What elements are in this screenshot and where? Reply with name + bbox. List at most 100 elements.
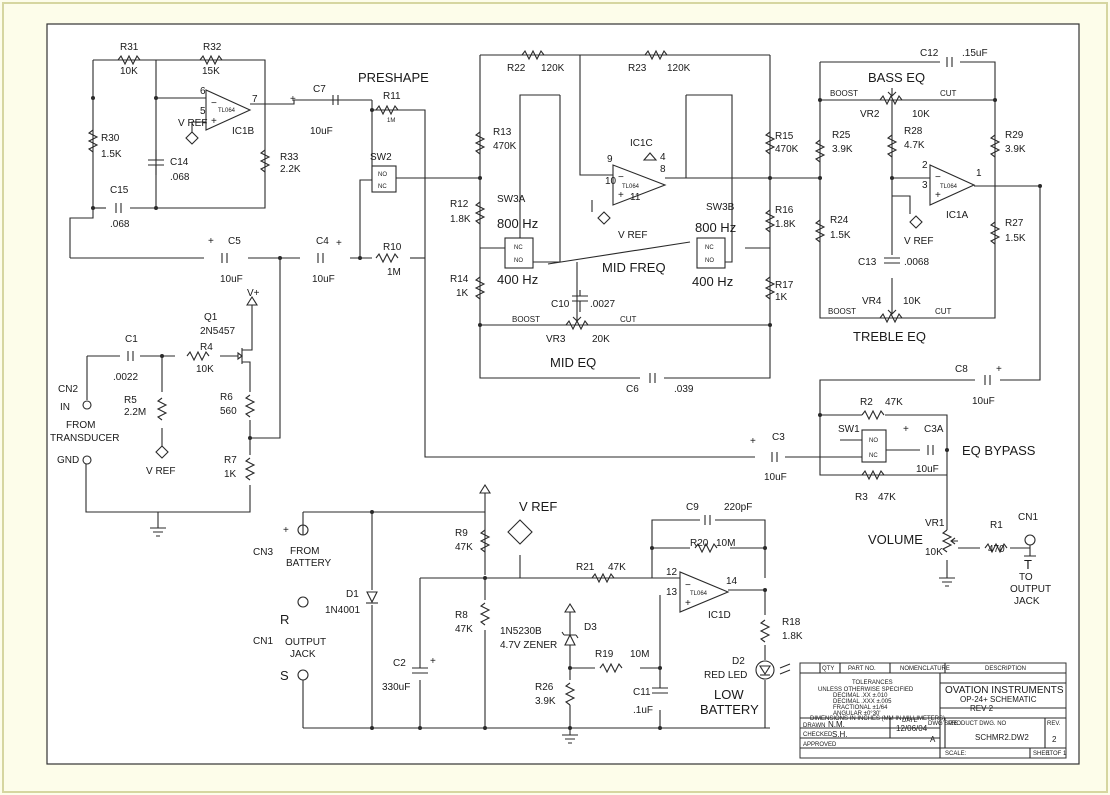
svg-text:MID FREQ: MID FREQ xyxy=(602,260,666,275)
svg-text:CN1: CN1 xyxy=(1018,512,1038,523)
zener-D3: D3 1N5230B 4.7V ZENER xyxy=(500,622,597,651)
svg-text:−: − xyxy=(618,172,624,183)
svg-text:DECIMAL .XX ±.010: DECIMAL .XX ±.010 xyxy=(833,693,888,699)
svg-text:SCALE:: SCALE: xyxy=(945,751,967,757)
svg-text:R32: R32 xyxy=(203,42,222,53)
svg-text:13: 13 xyxy=(666,587,678,598)
svg-text:DECIMAL .XXX ±.005: DECIMAL .XXX ±.005 xyxy=(833,699,892,705)
svg-text:10M: 10M xyxy=(630,649,649,660)
svg-text:1N4001: 1N4001 xyxy=(325,605,360,616)
svg-text:JACK: JACK xyxy=(290,649,316,660)
svg-text:GND: GND xyxy=(57,455,79,466)
diode-D1: D1 1N4001 xyxy=(325,589,378,616)
svg-text:R17: R17 xyxy=(775,280,794,291)
svg-text:R5: R5 xyxy=(124,395,137,406)
svg-text:9: 9 xyxy=(607,154,613,165)
svg-text:R28: R28 xyxy=(904,126,923,137)
svg-text:SW2: SW2 xyxy=(370,152,392,163)
plus-signs: + + + + + + + + xyxy=(208,94,1002,667)
svg-text:UNLESS OTHERWISE SPECIFIED: UNLESS OTHERWISE SPECIFIED xyxy=(818,687,914,693)
svg-text:.0022: .0022 xyxy=(113,372,138,383)
svg-text:V REF: V REF xyxy=(618,230,647,241)
svg-text:10M: 10M xyxy=(716,538,735,549)
svg-text:10uF: 10uF xyxy=(972,396,995,407)
svg-text:R1: R1 xyxy=(990,520,1003,531)
svg-text:C15: C15 xyxy=(110,185,129,196)
svg-text:VR2: VR2 xyxy=(860,109,880,120)
svg-text:+: + xyxy=(283,525,289,536)
svg-text:+: + xyxy=(336,238,342,249)
svg-text:D1: D1 xyxy=(346,589,359,600)
svg-text:SCHMR2.DW2: SCHMR2.DW2 xyxy=(975,733,1029,742)
svg-text:C4: C4 xyxy=(316,236,329,247)
switch-SW2: NO NC SW2 xyxy=(370,152,397,193)
resistor-symbols xyxy=(87,49,1008,706)
svg-text:NO: NO xyxy=(378,172,387,178)
svg-text:NC: NC xyxy=(514,245,523,251)
svg-text:C8: C8 xyxy=(955,364,968,375)
svg-text:.068: .068 xyxy=(170,172,190,183)
svg-text:1K: 1K xyxy=(224,469,237,480)
svg-text:R24: R24 xyxy=(830,215,849,226)
svg-text:R20: R20 xyxy=(690,538,709,549)
svg-text:R3: R3 xyxy=(855,492,868,503)
opamp-IC1C: −+ TL064 9 10 8 4 11 IC1C xyxy=(605,138,667,206)
svg-text:R25: R25 xyxy=(832,130,851,141)
svg-text:R33: R33 xyxy=(280,152,299,163)
svg-text:3.9K: 3.9K xyxy=(1005,144,1026,155)
svg-text:4.7V ZENER: 4.7V ZENER xyxy=(500,640,557,651)
vref-big-label: V REF xyxy=(519,499,557,514)
svg-text:R: R xyxy=(280,612,289,627)
svg-text:R6: R6 xyxy=(220,392,233,403)
svg-text:1K: 1K xyxy=(456,288,469,299)
svg-text:OVATION INSTRUMENTS: OVATION INSTRUMENTS xyxy=(945,685,1064,696)
svg-text:C10: C10 xyxy=(551,299,570,310)
section-titles: PRESHAPE BASS EQ TREBLE EQ MID EQ MID FR… xyxy=(358,70,1036,547)
svg-text:47K: 47K xyxy=(455,624,473,635)
svg-text:CN1: CN1 xyxy=(253,636,273,647)
svg-text:6: 6 xyxy=(200,86,206,97)
svg-text:BOOST: BOOST xyxy=(512,315,540,324)
svg-text:OF 1: OF 1 xyxy=(1053,751,1067,757)
svg-text:12/06/04: 12/06/04 xyxy=(896,724,928,733)
svg-text:1: 1 xyxy=(976,168,982,179)
svg-text:220pF: 220pF xyxy=(724,502,752,513)
svg-text:15K: 15K xyxy=(202,66,220,77)
svg-text:R18: R18 xyxy=(782,617,801,628)
svg-text:TO: TO xyxy=(1019,572,1033,583)
svg-text:CN3: CN3 xyxy=(253,547,273,558)
svg-text:C11: C11 xyxy=(633,687,651,698)
svg-text:OUTPUT: OUTPUT xyxy=(1010,584,1051,595)
svg-text:VR1: VR1 xyxy=(925,518,945,529)
ground-symbols xyxy=(150,527,955,744)
svg-text:OUTPUT: OUTPUT xyxy=(285,637,326,648)
svg-text:+: + xyxy=(996,364,1002,375)
jfet-Q1: Q1 2N5457 xyxy=(200,312,253,368)
svg-text:IN: IN xyxy=(60,402,70,413)
svg-text:TREBLE EQ: TREBLE EQ xyxy=(853,329,926,344)
svg-text:47K: 47K xyxy=(455,542,473,553)
svg-text:MID EQ: MID EQ xyxy=(550,355,596,370)
svg-text:NOMENCLATURE: NOMENCLATURE xyxy=(900,666,950,672)
svg-text:14: 14 xyxy=(726,576,738,587)
switch-SW3B: NC NO SW3B 800 Hz 400 Hz xyxy=(692,202,736,289)
svg-text:APPROVED: APPROVED xyxy=(803,742,837,748)
opamp-IC1A-label: IC1A xyxy=(946,210,969,221)
svg-text:C5: C5 xyxy=(228,236,241,247)
svg-text:R14: R14 xyxy=(450,274,469,285)
svg-text:C3A: C3A xyxy=(924,424,944,435)
svg-text:10K: 10K xyxy=(912,109,930,120)
svg-text:10K: 10K xyxy=(120,66,138,77)
svg-text:+: + xyxy=(903,424,909,435)
svg-text:+: + xyxy=(618,190,624,201)
svg-text:SW1: SW1 xyxy=(838,424,860,435)
svg-text:800 Hz: 800 Hz xyxy=(695,220,736,235)
vplus-arrows xyxy=(246,295,576,613)
svg-text:1.8K: 1.8K xyxy=(782,631,803,642)
svg-text:7: 7 xyxy=(252,94,258,105)
svg-text:R23: R23 xyxy=(628,63,647,74)
svg-text:+: + xyxy=(935,190,941,201)
svg-text:LOW: LOW xyxy=(714,687,744,702)
